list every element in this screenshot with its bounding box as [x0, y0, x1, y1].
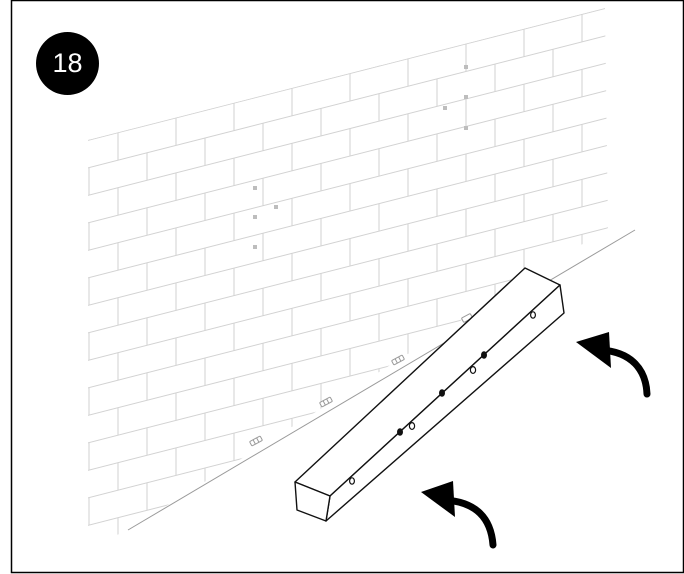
wall-holes-right: [443, 65, 468, 130]
step-number: 18: [52, 48, 82, 79]
screw-anchor-icon: [250, 436, 263, 446]
floor-line: [128, 230, 635, 530]
wall-holes-left: [253, 186, 278, 249]
curved-arrow-icon: [421, 481, 493, 545]
plinth-beam: [295, 268, 564, 521]
curved-arrow-icon: [576, 332, 647, 394]
beam-top-face: [295, 268, 560, 496]
step-number-badge: 18: [36, 32, 99, 95]
screw-anchor-icon: [392, 355, 405, 365]
